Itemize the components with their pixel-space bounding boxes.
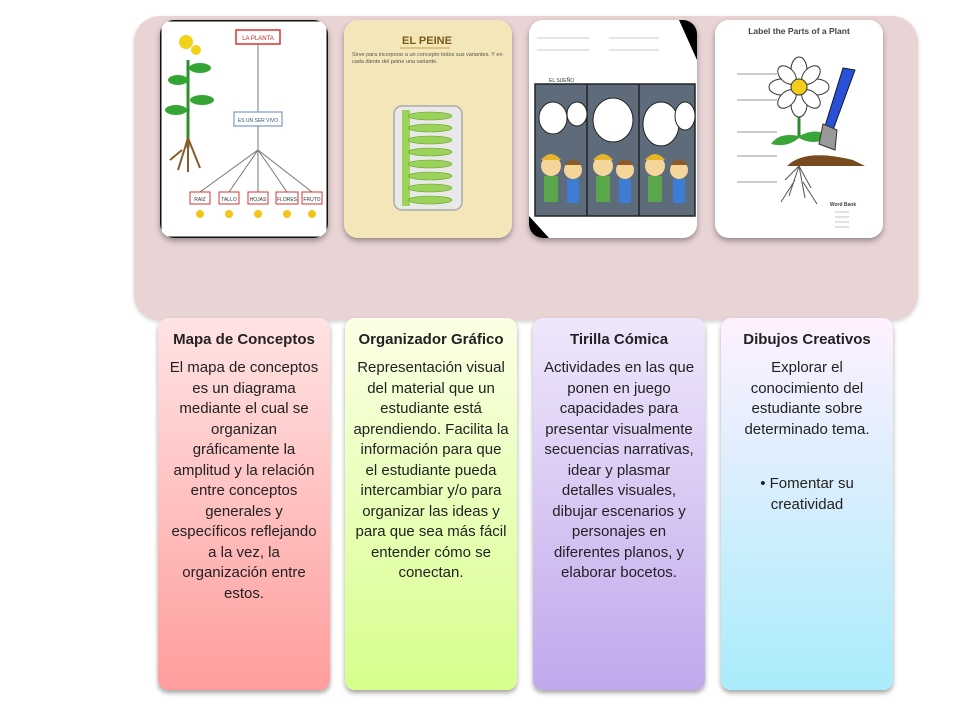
peine-description: Sirve para incorporar a un concepto todo… <box>352 52 503 65</box>
card-body: El mapa de conceptos es un diagrama medi… <box>169 359 319 602</box>
peine-thumbnail: EL PEINE Sirve para incorporar a un conc… <box>344 20 512 238</box>
plant-label-image: Label the Parts of a Plant Word B <box>715 20 883 238</box>
card-dibujos-creativos: Dibujos Creativos Explorar el conocimien… <box>721 318 893 690</box>
concept-map-thumbnail: LA PLANTA ES UN SER VIVO RAIZ TALLO HOJA… <box>160 20 328 238</box>
concept-leaf-3: FLORES <box>277 197 298 203</box>
card-title: Organizador Gráfico <box>358 331 504 348</box>
card-body: Representación visual del material que u… <box>353 359 509 581</box>
concept-leaf-1: TALLO <box>221 197 237 203</box>
comic-header-label: EL SUEÑO <box>549 77 574 84</box>
concept-leaf-0: RAIZ <box>194 197 205 203</box>
concept-map-image: LA PLANTA ES UN SER VIVO RAIZ TALLO HOJA… <box>160 20 328 238</box>
comic-thumbnail: EL SUEÑO <box>529 20 697 238</box>
card-bullet: • Fomentar su creatividad <box>760 475 854 513</box>
peine-title: EL PEINE <box>402 35 452 47</box>
card-bullet-list: • Fomentar su creatividad <box>729 474 885 515</box>
concept-map-title: LA PLANTA <box>242 36 274 42</box>
card-tirilla-comica: Tirilla Cómica Actividades en las que po… <box>533 318 705 690</box>
card-title: Tirilla Cómica <box>569 331 669 348</box>
card-organizador-grafico: Organizador Gráfico Representación visua… <box>345 318 517 690</box>
plant-label-title: Label the Parts of a Plant <box>748 26 850 36</box>
card-title: Dibujos Creativos <box>743 331 871 348</box>
concept-leaf-2: HOJAS <box>250 197 267 203</box>
plant-label-thumbnail: Label the Parts of a Plant Word B <box>715 20 883 238</box>
peine-image: EL PEINE Sirve para incorporar a un conc… <box>344 20 512 238</box>
card-mapa-de-conceptos: Mapa de Conceptos El mapa de conceptos e… <box>158 318 330 690</box>
card-body: Explorar el conocimiento del estudiante … <box>744 359 870 438</box>
card-body: Actividades en las que ponen en juego ca… <box>543 359 695 581</box>
concept-map-middle-label: ES UN SER VIVO <box>238 118 278 124</box>
card-title: Mapa de Conceptos <box>173 331 315 348</box>
comic-image: EL SUEÑO <box>529 20 697 238</box>
concept-leaf-4: FRUTO <box>303 197 320 203</box>
word-bank-label: Word Bank <box>830 202 857 208</box>
